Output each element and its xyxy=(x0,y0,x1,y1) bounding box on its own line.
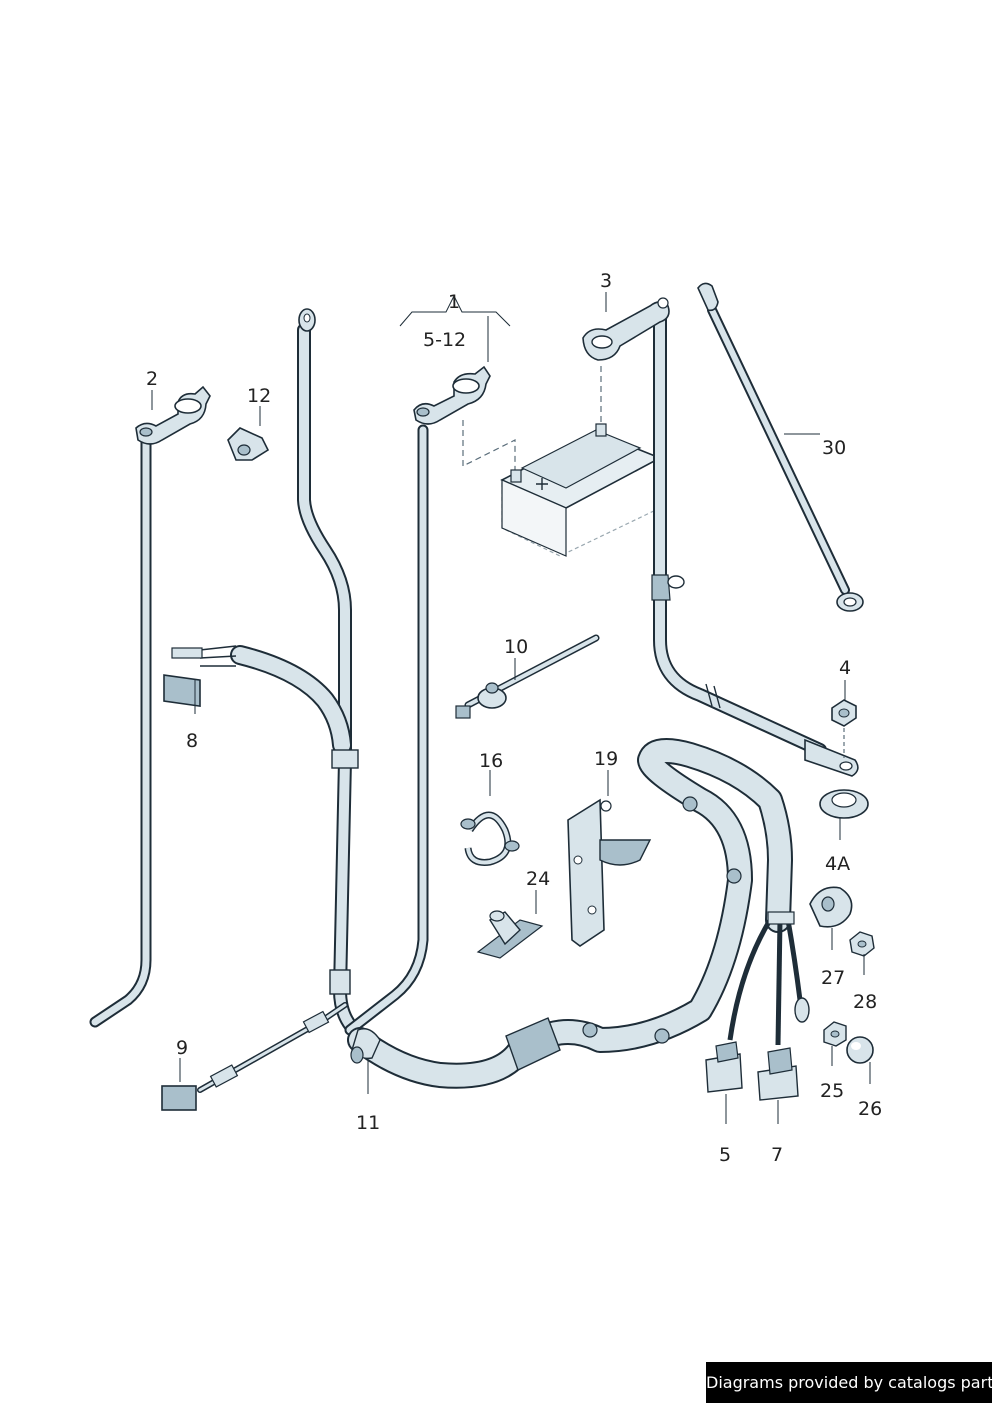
callout-5: 5 xyxy=(719,1144,732,1166)
lead-9 xyxy=(161,1002,348,1111)
credits-banner: Diagrams provided by catalogs parts xyxy=(706,1362,992,1403)
battery-cable-2 xyxy=(89,385,211,1028)
callout-2: 2 xyxy=(146,368,159,390)
battery-cable-5-12 xyxy=(344,365,516,1036)
nut-27 xyxy=(809,886,853,928)
callout-11: 11 xyxy=(356,1112,381,1134)
clip-12 xyxy=(227,427,270,461)
bracket-19 xyxy=(567,798,652,947)
wiring-harness-8 xyxy=(163,308,367,1042)
callout-8: 8 xyxy=(186,730,199,752)
callout-1: 1 xyxy=(448,291,461,313)
callout-12: 12 xyxy=(247,385,272,407)
nut-25 xyxy=(823,1021,847,1047)
callout-30: 30 xyxy=(822,437,847,459)
battery-cable-3 xyxy=(582,297,859,777)
stud-washer-4a xyxy=(819,789,869,819)
cable-tie-10 xyxy=(455,634,600,719)
callout-24: 24 xyxy=(526,868,551,890)
callout-3: 3 xyxy=(600,270,613,292)
callout-4a: 4A xyxy=(825,853,851,875)
callout-25: 25 xyxy=(820,1080,845,1102)
nut-28 xyxy=(849,931,875,957)
main-harness xyxy=(347,738,810,1101)
callout-26: 26 xyxy=(858,1098,883,1120)
callout-7: 7 xyxy=(771,1144,784,1166)
callout-28: 28 xyxy=(853,991,878,1013)
cap-nut-26 xyxy=(846,1036,874,1064)
callout-4: 4 xyxy=(839,657,852,679)
callout-16: 16 xyxy=(479,750,504,772)
ground-strap-30 xyxy=(697,282,864,612)
clip-16 xyxy=(460,811,520,866)
battery xyxy=(500,366,662,557)
callout-19: 19 xyxy=(594,748,619,770)
callout-27: 27 xyxy=(821,967,846,989)
holder-24 xyxy=(476,910,544,959)
leader-lines xyxy=(151,292,871,1124)
nut-4 xyxy=(831,699,857,758)
callout-9: 9 xyxy=(176,1037,189,1059)
callout-10: 10 xyxy=(504,636,529,658)
callout-5-12: 5-12 xyxy=(423,329,467,351)
